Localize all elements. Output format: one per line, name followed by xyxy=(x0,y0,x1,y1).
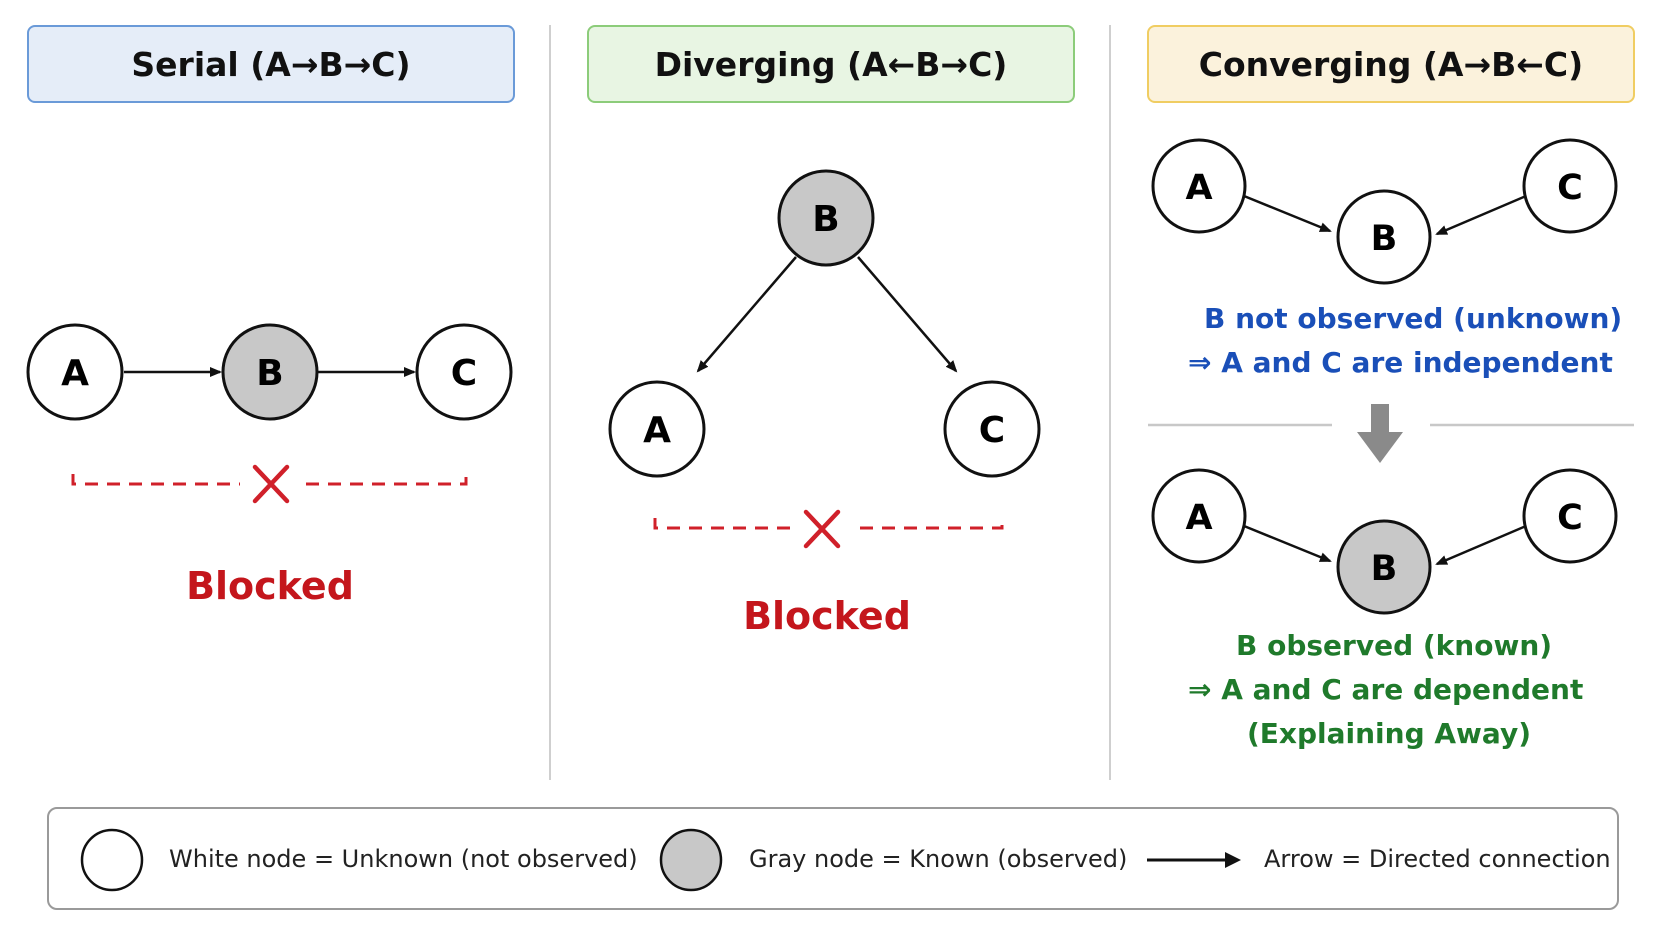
edge-a-to-b xyxy=(1243,194,1332,233)
node-c: C xyxy=(1522,468,1618,564)
node-b-observed: B xyxy=(221,323,319,421)
state-transition xyxy=(1148,404,1634,463)
converging-unobserved-status: B not observed (unknown) xyxy=(1204,302,1623,335)
node-c-label: C xyxy=(1557,498,1583,538)
edge-a-to-b xyxy=(1243,524,1332,563)
edge-c-to-b xyxy=(1435,194,1527,236)
node-b-label: B xyxy=(1371,219,1398,259)
panel-divider xyxy=(549,25,551,780)
node-c: C xyxy=(415,323,513,421)
converging-graph-unobserved: A B C xyxy=(1151,138,1618,285)
blocked-path-indicator xyxy=(653,509,1004,549)
node-b-label: B xyxy=(812,199,839,240)
legend-graphics xyxy=(80,828,1241,892)
node-b-observed: B xyxy=(777,169,875,267)
converging-graph-observed: A B C xyxy=(1151,468,1618,615)
node-c-label: C xyxy=(451,353,477,394)
node-c-label: C xyxy=(1557,168,1583,208)
node-a: A xyxy=(1151,138,1247,234)
serial-graph: A B C xyxy=(26,323,513,504)
converging-observed-status: B observed (known) xyxy=(1236,629,1553,662)
arrow-head-icon xyxy=(1225,852,1241,868)
serial-panel-title: Serial (A→B→C) xyxy=(27,25,515,103)
converging-unobserved-conclusion: ⇒ A and C are independent xyxy=(1188,346,1613,379)
gray-node-swatch xyxy=(659,828,723,892)
legend-arrow-label: Arrow = Directed connection xyxy=(1264,845,1611,873)
legend: White node = Unknown (not observed) Gray… xyxy=(47,807,1619,910)
node-b-label: B xyxy=(1371,549,1398,589)
x-icon xyxy=(803,509,841,549)
node-a-label: A xyxy=(61,353,89,394)
serial-result-label: Blocked xyxy=(186,564,354,608)
node-b-observed: B xyxy=(1336,519,1432,615)
node-c-label: C xyxy=(979,410,1005,451)
node-a-label: A xyxy=(1185,168,1212,208)
white-node-swatch xyxy=(80,828,144,892)
node-a: A xyxy=(608,380,706,478)
legend-gray-node-label: Gray node = Known (observed) xyxy=(749,845,1128,873)
blocked-path-indicator xyxy=(71,464,468,504)
explaining-away-note: (Explaining Away) xyxy=(1247,717,1531,750)
diverging-graph: B A C xyxy=(608,169,1041,549)
node-b-label: B xyxy=(256,353,283,394)
diverging-panel-title: Diverging (A←B→C) xyxy=(587,25,1075,103)
node-a: A xyxy=(1151,468,1247,564)
legend-white-node-label: White node = Unknown (not observed) xyxy=(169,845,638,873)
diverging-result-label: Blocked xyxy=(743,594,911,638)
edge-c-to-b xyxy=(1435,524,1527,566)
node-c: C xyxy=(1522,138,1618,234)
edge-b-to-c xyxy=(857,256,958,373)
node-b-unobserved: B xyxy=(1336,189,1432,285)
edge-b-to-a xyxy=(696,256,797,373)
converging-panel-title: Converging (A→B←C) xyxy=(1147,25,1635,103)
node-a: A xyxy=(26,323,124,421)
node-c: C xyxy=(943,380,1041,478)
down-arrow-icon xyxy=(1357,404,1403,463)
panel-divider xyxy=(1109,25,1111,780)
node-a-label: A xyxy=(643,410,671,451)
converging-observed-conclusion: ⇒ A and C are dependent xyxy=(1188,673,1584,706)
x-icon xyxy=(252,464,290,504)
node-a-label: A xyxy=(1185,498,1212,538)
